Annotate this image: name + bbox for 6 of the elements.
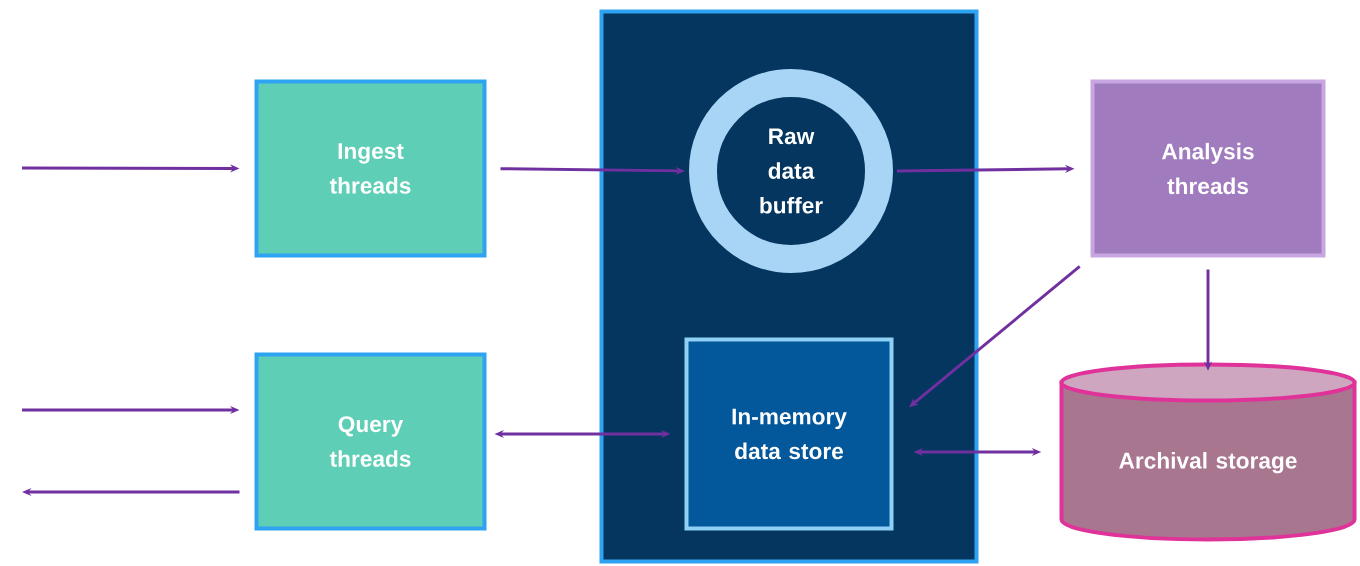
storage-cylinder: Archival storage — [1059, 362, 1357, 542]
process-box: Analysis threads — [1090, 79, 1326, 258]
process-box: Query threads — [254, 352, 487, 531]
process-box: Ingest threads — [254, 79, 487, 258]
buffer-ring: Raw data buffer — [689, 69, 893, 273]
store-box: In-memory data store — [684, 337, 894, 531]
